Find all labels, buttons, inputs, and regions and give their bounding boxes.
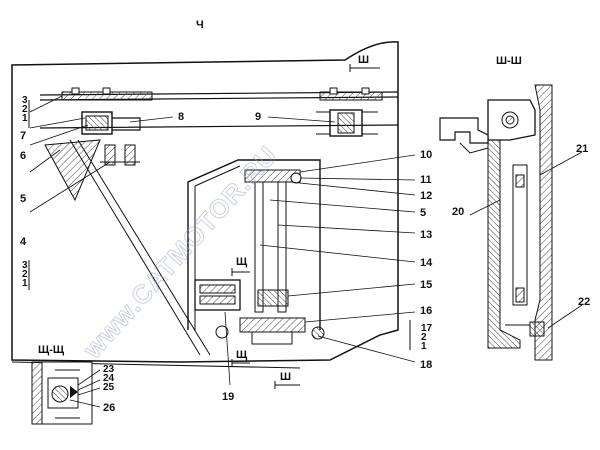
callout-10: 10 [420, 149, 432, 161]
diagonal-strip [44, 139, 101, 202]
stack-br-2: 2 [421, 332, 427, 343]
rod-assembly [244, 169, 302, 313]
cut-mark-shch-bot: Щ [236, 349, 248, 361]
bolt-18 [311, 326, 325, 340]
callout-16: 16 [420, 305, 432, 317]
stack-mid-1: 1 [22, 278, 28, 289]
cut-mark-sh-top: Ш [358, 54, 369, 66]
callout-6: 6 [20, 150, 26, 162]
cut-mark-shch-mid: Щ [236, 256, 248, 268]
window-frame [187, 159, 321, 330]
callout-25: 25 [103, 382, 115, 393]
callout-22: 22 [578, 296, 590, 308]
callout-20: 20 [452, 206, 464, 218]
top-bracket-right [319, 91, 383, 101]
top-bolts [71, 87, 370, 95]
main-view [11, 41, 399, 369]
stack-top-1: 1 [22, 113, 28, 124]
rod-21 [512, 164, 528, 306]
section-panel [534, 84, 553, 361]
stack-top-2: 2 [22, 104, 28, 115]
lock-19 [194, 279, 241, 311]
hinge-block-6 [81, 111, 113, 135]
stack-mid-3: 3 [22, 260, 28, 271]
stack-br-1: 1 [421, 341, 427, 352]
cut-mark-sh-bot: Ш [280, 371, 291, 383]
section-shchshch [31, 361, 101, 425]
callout-8: 8 [178, 111, 184, 123]
section-title-shchshch: Щ-Щ [38, 344, 65, 356]
callout-7: 7 [20, 130, 26, 142]
cut-markers [28, 64, 411, 389]
panel-outline [11, 41, 399, 363]
callout-19: 19 [222, 391, 234, 403]
stack-br-17: 17 [421, 323, 433, 334]
base-plate [239, 317, 306, 333]
callout-9: 9 [255, 111, 261, 123]
callout-5-right: 5 [420, 207, 426, 219]
bracket-left [439, 117, 489, 144]
callout-23: 23 [103, 364, 115, 375]
callout-4: 4 [20, 236, 27, 248]
callout-5-left: 5 [20, 193, 26, 205]
stack-top-3: 3 [22, 95, 28, 106]
callout-18: 18 [420, 359, 432, 371]
callout-11: 11 [420, 174, 432, 186]
callout-14: 14 [420, 257, 433, 269]
callout-13: 13 [420, 229, 432, 241]
leader-lines [29, 95, 583, 386]
latch-22 [529, 321, 545, 337]
section-shsh [439, 84, 553, 361]
stack-mid-2: 2 [22, 269, 28, 280]
callout-12: 12 [420, 190, 432, 202]
callout-26: 26 [103, 402, 115, 414]
callout-24: 24 [103, 373, 115, 384]
clamp-9 [329, 109, 363, 137]
bolt-group-4 [100, 144, 140, 166]
seal-26 [51, 385, 69, 403]
callout-21: 21 [576, 143, 588, 155]
callout-15: 15 [420, 279, 432, 291]
section-title-shsh: Ш-Ш [496, 55, 522, 67]
view-title-ch: Ч [196, 19, 204, 31]
